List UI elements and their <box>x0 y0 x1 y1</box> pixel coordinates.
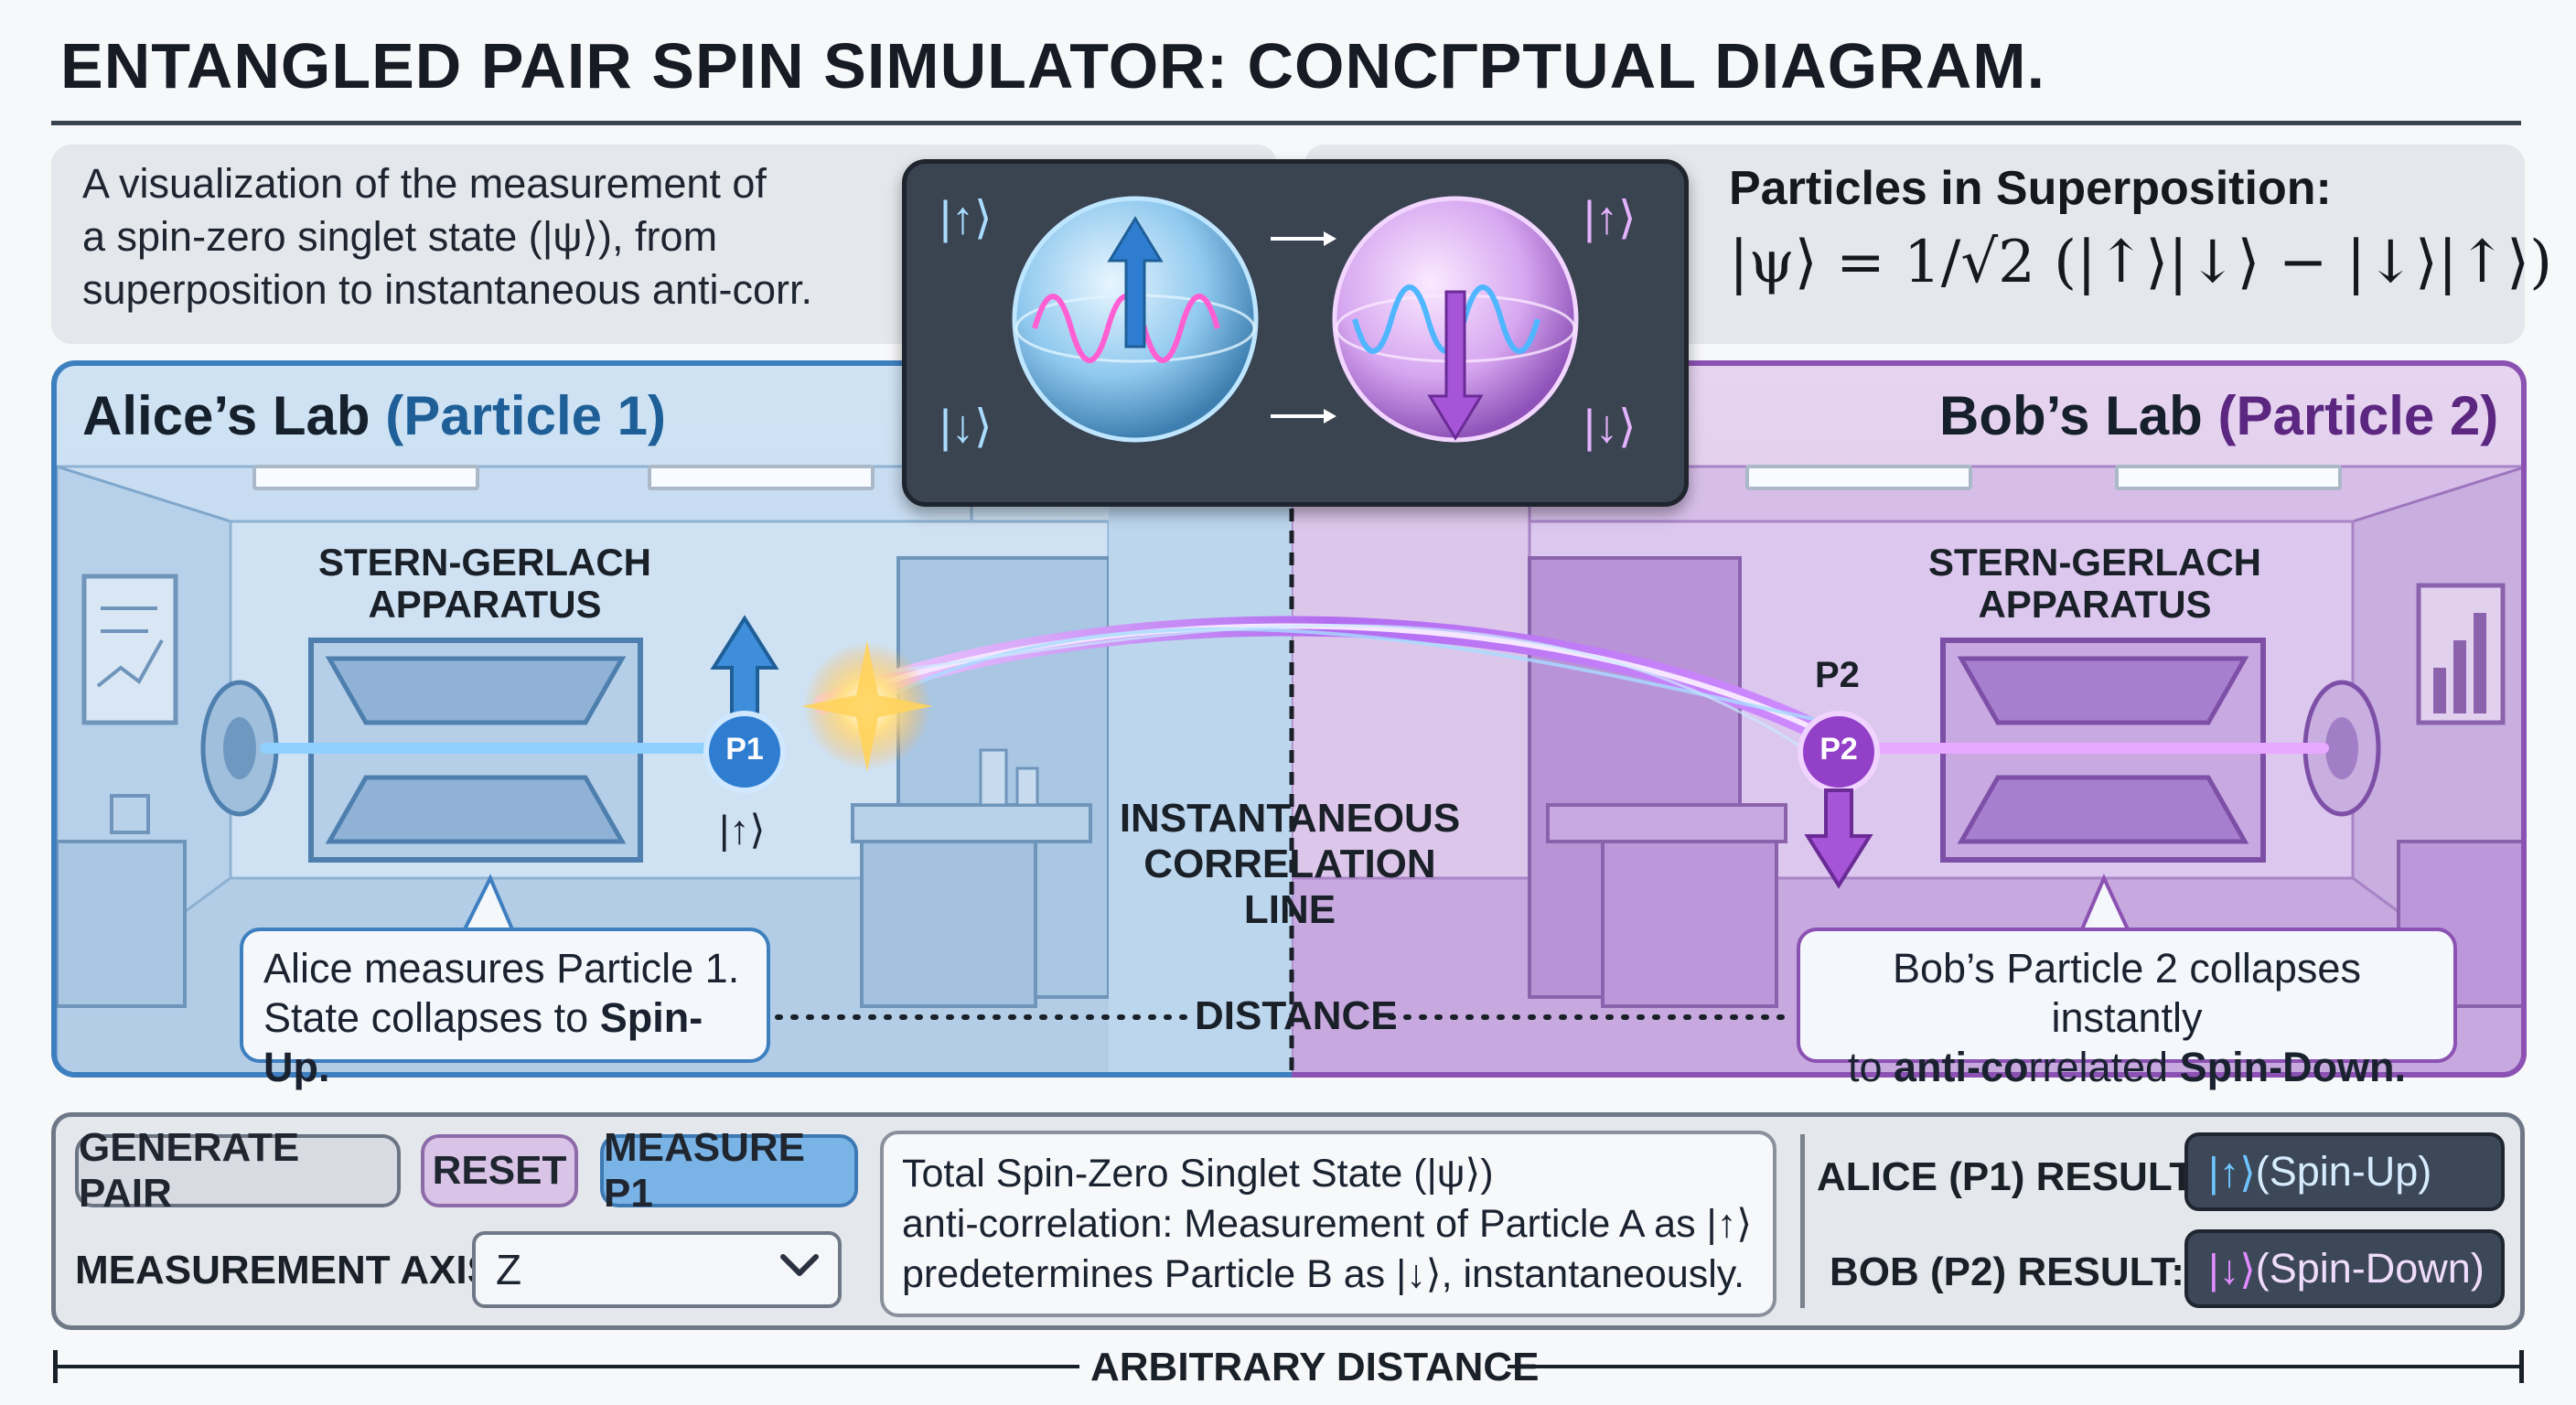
alice-callout-pointer <box>461 874 516 931</box>
bob-lab-name: Bob’s Lab <box>1939 385 2203 446</box>
p1-spin-ket: |↑⟩ <box>719 808 766 853</box>
bob-lab-title: Bob’s Lab (Particle 2) <box>1939 384 2498 447</box>
intro-line-1: A visualization of the measurement of <box>82 160 767 207</box>
bob-apparatus-label: STERN-GERLACH APPARATUS <box>1912 542 2278 626</box>
bob-callout-pointer <box>2078 874 2131 931</box>
bob-callout-mid: rrelated <box>2028 1044 2180 1090</box>
bob-callout-prefix: to <box>1847 1044 1894 1090</box>
bob-result-label: BOB (P2) RESULT: <box>1830 1249 2184 1294</box>
info-line-1: Total Spin-Zero Singlet State (|ψ⟩) <box>902 1152 1494 1196</box>
correlation-label-line-1: INSTANTANEOUS <box>1119 796 1461 841</box>
title-divider <box>51 121 2521 125</box>
measurement-axis-value: Z <box>496 1246 522 1293</box>
superposition-heading: Particles in Superposition: <box>1729 162 2332 215</box>
measure-p1-button[interactable]: MEASURE P1 <box>600 1125 858 1216</box>
ket-up-right: |↑⟩ <box>1583 192 1637 243</box>
bob-result-ket: |↓⟩ <box>2208 1245 2256 1292</box>
bob-callout-result: Spin-Down. <box>2179 1044 2407 1090</box>
bob-callout: Bob’s Particle 2 collapses instantly to … <box>1797 928 2457 1090</box>
alice-result-label: ALICE (P1) RESULT: <box>1817 1154 2204 1199</box>
alice-callout-line-2: State collapses to Spin-Up. <box>263 993 746 1092</box>
intro-description: A visualization of the measurement of a … <box>82 157 997 316</box>
p2-tag: P2 <box>1815 655 1860 695</box>
ceiling-light-alice-1 <box>252 465 479 490</box>
ceiling-light-alice-2 <box>648 465 875 490</box>
bob-apparatus-line-2: APPARATUS <box>1978 583 2212 626</box>
correlation-line-label: INSTANTANEOUS CORRELATION LINE <box>1107 796 1473 933</box>
sphere-2-down-arrow <box>1427 290 1484 441</box>
alice-callout-line-1: Alice measures Particle 1. <box>263 945 740 992</box>
distance-label: DISTANCE <box>1195 993 1398 1038</box>
generate-pair-button[interactable]: GENERATE PAIR <box>75 1125 401 1216</box>
intro-line-2: a spin-zero singlet state (|ψ⟩), from <box>82 213 718 260</box>
ceiling-light-bob-2 <box>2115 465 2342 490</box>
measurement-axis-select[interactable]: Z <box>472 1231 842 1308</box>
reset-button[interactable]: RESET <box>421 1134 578 1207</box>
qubit-spheres <box>1012 196 1579 443</box>
correlation-label-line-2: CORRELATION LINE <box>1143 842 1436 932</box>
p1-particle <box>703 711 786 793</box>
alice-callout-result: Spin-Up. <box>263 994 703 1090</box>
distance-line-right <box>1508 1365 2521 1368</box>
bob-callout-line-2: to anti-correlated Spin-Down. <box>1820 1043 2433 1092</box>
distance-line-left <box>55 1365 1079 1368</box>
ket-down-left: |↓⟩ <box>939 401 993 452</box>
alice-callout-text: State collapses to <box>263 994 600 1041</box>
bob-result-text: (Spin-Down) <box>2255 1245 2485 1292</box>
info-line-3: predetermines Particle B as |↓⟩, instant… <box>902 1252 1745 1296</box>
entanglement-beam <box>813 616 1849 751</box>
alice-result-text: (Spin-Up) <box>2255 1148 2432 1195</box>
bob-callout-bold-1: anti-co <box>1893 1044 2029 1090</box>
alice-lab-particle: (Particle 1) <box>385 385 667 446</box>
intro-line-3: superposition to instantaneous anti-corr… <box>82 266 812 313</box>
ket-down-right: |↓⟩ <box>1583 401 1637 452</box>
info-line-2: anti-correlation: Measurement of Particl… <box>902 1202 1752 1246</box>
controls-divider <box>1800 1134 1805 1308</box>
p1-label: P1 <box>725 732 764 767</box>
alice-lab-name: Alice’s Lab <box>82 385 370 446</box>
singlet-formula: |ψ⟩ = 1/√2 (|↑⟩|↓⟩ − |↓⟩|↑⟩) <box>1729 229 2553 296</box>
alice-result-ket: |↑⟩ <box>2208 1148 2256 1196</box>
alice-apparatus-line-1: STERN-GERLACH <box>318 541 651 584</box>
wall-chart <box>81 574 178 725</box>
distance-tick-right <box>2519 1350 2524 1383</box>
ceiling-light-bob-1 <box>1745 465 1972 490</box>
measurement-axis-label: MEASUREMENT AXIS: <box>75 1248 508 1292</box>
page-title: ENTANGLED PAIR SPIN SIMULATOR: CONCΓPTUA… <box>60 30 2046 102</box>
alice-result-display: |↑⟩ (Spin-Up) <box>2184 1132 2505 1211</box>
bob-callout-line-1: Bob’s Particle 2 collapses instantly <box>1893 945 2361 1041</box>
p2-spin-down-arrow <box>1804 788 1873 889</box>
alice-apparatus-label: STERN-GERLACH APPARATUS <box>302 542 668 626</box>
alice-lab-title: Alice’s Lab (Particle 1) <box>82 384 666 447</box>
bob-result-display: |↓⟩ (Spin-Down) <box>2184 1229 2505 1308</box>
alice-callout: Alice measures Particle 1. State collaps… <box>240 928 770 1090</box>
superposition-visual-panel: |↑⟩ |↓⟩ |↑⟩ |↓⟩ <box>902 159 1689 507</box>
singlet-info-box: Total Spin-Zero Singlet State (|ψ⟩) anti… <box>880 1131 1776 1317</box>
bob-lab-particle: (Particle 2) <box>2217 385 2499 446</box>
p1-spin-up-arrow <box>710 615 779 715</box>
sphere-1-up-arrow <box>1107 216 1164 349</box>
bob-apparatus-line-1: STERN-GERLACH <box>1928 541 2261 584</box>
arbitrary-distance-label: ARBITRARY DISTANCE <box>1090 1345 1540 1389</box>
alice-apparatus-line-2: APPARATUS <box>368 583 602 626</box>
p2-label: P2 <box>1819 732 1858 767</box>
ket-up-left: |↑⟩ <box>939 192 993 243</box>
chevron-down-icon[interactable] <box>779 1251 820 1279</box>
